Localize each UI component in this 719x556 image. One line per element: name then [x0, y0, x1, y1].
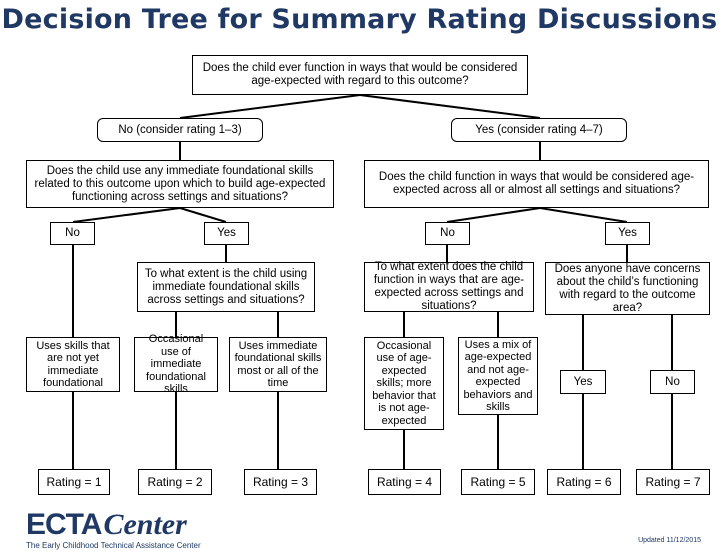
page-title: Decision Tree for Summary Rating Discuss… — [1, 4, 718, 35]
left-no-outcome-text: Uses skills that are not yet immediate f… — [36, 339, 110, 390]
rating-6-label: Rating = 6 — [556, 474, 612, 489]
rating-7-box: Rating = 7 — [636, 469, 710, 495]
root-question-text: Does the child ever function in ways tha… — [202, 62, 518, 87]
rating-4-label: Rating = 4 — [376, 474, 433, 489]
ecta-logo: ECTACenter The Early Childhood Technical… — [26, 508, 201, 551]
left-yes-question-box: To what extent is the child using immedi… — [137, 262, 315, 312]
left-yes-label: Yes — [217, 227, 236, 239]
left-occasional-text: Occasional use of immediate foundational… — [146, 333, 206, 396]
right-occasional-box: Occasional use of age-expected skills; m… — [364, 337, 444, 430]
left-no-outcome-box: Uses skills that are not yet immediate f… — [26, 337, 120, 392]
right-no-question-box: To what extent does the child function i… — [364, 261, 534, 312]
rating-3-label: Rating = 3 — [252, 474, 309, 489]
concern-no-box: No — [650, 370, 695, 394]
left-no-label: No — [65, 227, 80, 239]
logo-center-text: Center — [103, 508, 187, 541]
logo-subtitle: The Early Childhood Technical Assistance… — [26, 541, 201, 550]
rating-5-box: Rating = 5 — [461, 469, 535, 495]
right-mix-box: Uses a mix of age-expected and not age-e… — [458, 337, 538, 415]
left-most-text: Uses immediate foundational skills most … — [234, 339, 322, 390]
left-yes-box: Yes — [204, 222, 249, 245]
branch-no-box: No (consider rating 1–3) — [97, 118, 263, 142]
right-question-text: Does the child function in ways that wou… — [378, 171, 695, 196]
root-question-box: Does the child ever function in ways tha… — [192, 55, 528, 95]
rating-1-box: Rating = 1 — [38, 469, 110, 495]
rating-3-box: Rating = 3 — [244, 469, 317, 495]
right-yes-box: Yes — [605, 222, 650, 245]
branch-yes-box: Yes (consider rating 4–7) — [451, 118, 627, 142]
rating-2-box: Rating = 2 — [138, 469, 212, 495]
concern-no-label: No — [665, 375, 680, 388]
right-no-label: No — [440, 227, 455, 239]
right-mix-text: Uses a mix of age-expected and not age-e… — [463, 338, 533, 414]
left-yes-question-text: To what extent is the child using immedi… — [144, 267, 308, 306]
left-most-box: Uses immediate foundational skills most … — [229, 337, 327, 392]
rating-6-box: Rating = 6 — [547, 469, 621, 495]
rating-5-label: Rating = 5 — [470, 474, 526, 489]
right-yes-label: Yes — [618, 227, 637, 239]
left-question-box: Does the child use any immediate foundat… — [26, 160, 334, 208]
concern-yes-label: Yes — [573, 375, 593, 388]
logo-ecta-text: ECTA — [26, 508, 102, 541]
right-yes-question-text: Does anyone have concerns about the chil… — [554, 262, 701, 314]
left-occasional-box: Occasional use of immediate foundational… — [134, 333, 218, 395]
right-occasional-text: Occasional use of age-expected skills; m… — [372, 339, 436, 427]
rating-1-label: Rating = 1 — [46, 474, 102, 489]
right-question-box: Does the child function in ways that wou… — [364, 160, 709, 208]
updated-date: Updated 11/12/2015 — [638, 537, 701, 544]
branch-yes-label: Yes (consider rating 4–7) — [475, 123, 603, 136]
rating-7-label: Rating = 7 — [645, 474, 701, 489]
right-yes-question-box: Does anyone have concerns about the chil… — [545, 262, 710, 315]
rating-4-box: Rating = 4 — [368, 469, 441, 495]
rating-2-label: Rating = 2 — [147, 474, 203, 489]
concern-yes-box: Yes — [560, 370, 606, 394]
right-no-box: No — [425, 222, 470, 245]
branch-no-label: No (consider rating 1–3) — [118, 123, 242, 136]
left-question-text: Does the child use any immediate foundat… — [34, 164, 326, 203]
right-no-question-text: To what extent does the child function i… — [373, 261, 525, 312]
left-no-box: No — [50, 222, 95, 245]
